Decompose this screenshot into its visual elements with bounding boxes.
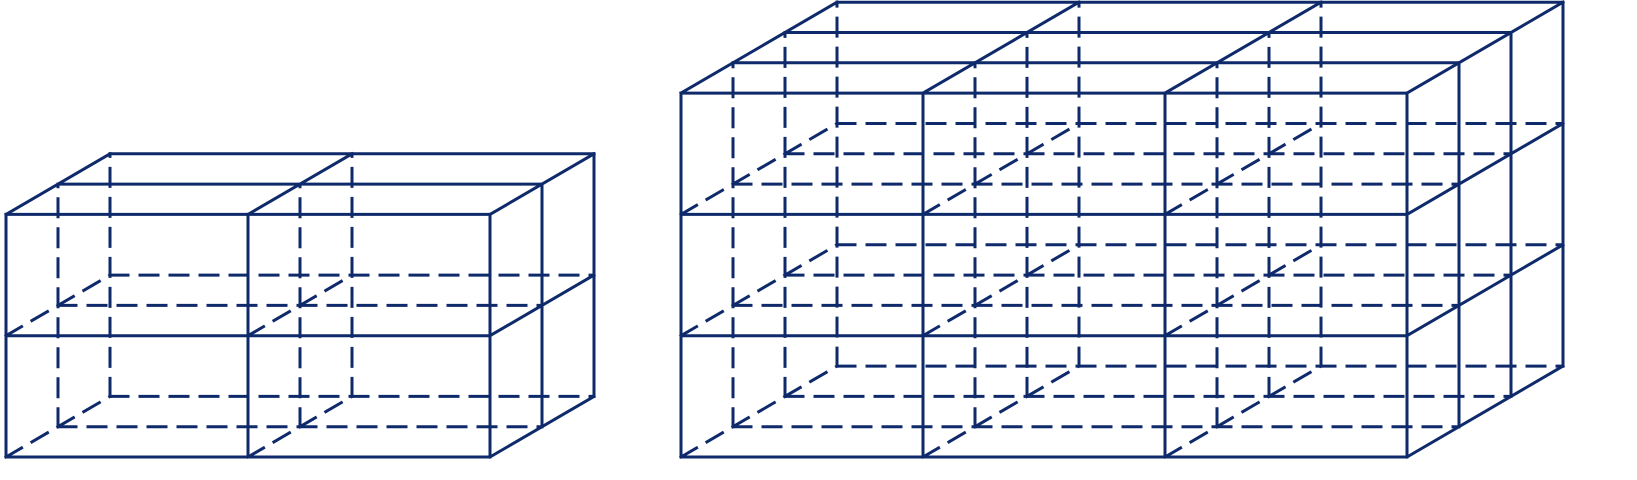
hidden-edge-depth <box>920 364 1082 460</box>
visible-edge-depth <box>487 273 597 338</box>
visible-edge-depth <box>487 394 597 460</box>
hidden-edge-depth <box>920 121 1082 217</box>
visible-edge-depth <box>1404 364 1566 460</box>
hidden-edge-depth <box>1162 364 1324 460</box>
hidden-edge-depth <box>1162 242 1324 338</box>
hidden-edge-depth <box>678 242 840 338</box>
hidden-edge-depth <box>1162 121 1324 217</box>
visible-edge-depth <box>1404 121 1566 217</box>
visible-edge-depth <box>1404 0 1566 96</box>
large-cube-grid <box>678 0 1566 460</box>
hidden-edge-depth <box>920 242 1082 338</box>
visible-edge-depth <box>487 151 597 217</box>
hidden-edge-depth <box>678 121 840 217</box>
visible-edge-depth <box>1162 0 1324 96</box>
visible-edge-depth <box>3 151 113 217</box>
visible-edge-depth <box>678 0 840 96</box>
small-cube-grid <box>3 151 597 460</box>
visible-edge-depth <box>920 0 1082 96</box>
hidden-edge-depth <box>678 364 840 460</box>
visible-edge-depth <box>1404 242 1566 338</box>
visible-edge-depth <box>245 151 355 217</box>
